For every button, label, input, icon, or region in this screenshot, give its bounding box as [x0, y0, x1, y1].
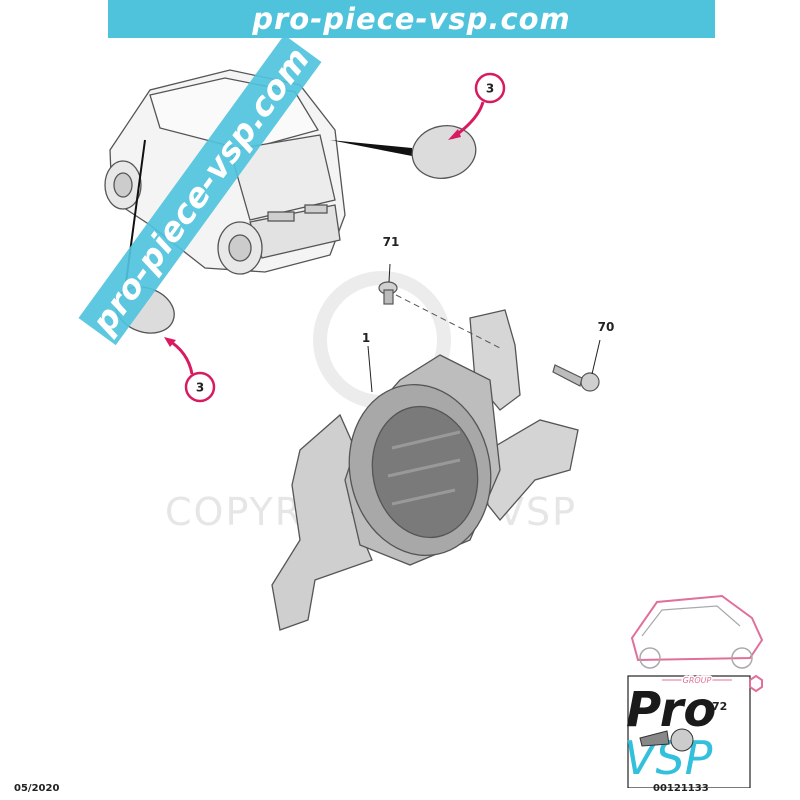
logo-car-window-icon	[641, 605, 741, 637]
leader-wedge-right	[330, 140, 412, 156]
logo-hex-icon	[749, 674, 763, 693]
car-light-left	[267, 211, 295, 222]
car-wheel-rear-hub	[228, 234, 252, 262]
label-1: 1	[362, 331, 370, 345]
site-banner-text: pro-piece-vsp.com	[252, 2, 571, 36]
logo-wheel-right-icon	[731, 647, 753, 669]
car-rear-window	[229, 134, 336, 221]
screw-70	[552, 339, 601, 392]
logo-screw-icon	[639, 728, 694, 752]
logo-wheel-left-icon	[639, 647, 661, 669]
label-70: 70	[598, 320, 615, 334]
screw-71	[378, 263, 398, 305]
pro-vsp-logo: 72 GROUP Pro VSP	[624, 594, 764, 788]
diagram-code: 00121133	[653, 783, 709, 794]
logo-pro-text: Pro	[626, 682, 716, 738]
lamp-lens-ridge-3	[391, 488, 456, 506]
fog-lamp-assembly	[271, 309, 579, 631]
label-71: 71	[383, 235, 400, 249]
svg-text:3: 3	[196, 381, 204, 395]
cap-part-right	[411, 125, 477, 179]
diagram-date: 05/2020	[14, 783, 60, 794]
car-light-right	[304, 204, 328, 214]
logo-car-outline-icon	[630, 594, 764, 662]
lamp-lens-ridge-1	[391, 430, 461, 450]
logo-group-text: GROUP	[683, 676, 712, 685]
lamp-lens-inner	[371, 405, 479, 539]
lamp-bracket-right	[479, 419, 579, 522]
callout-3-top: 3	[448, 72, 506, 140]
callout-3-bottom: 3	[164, 337, 216, 403]
logo-corner-tag: 72	[712, 700, 727, 713]
car-wheel-front-hub	[113, 172, 133, 198]
site-banner: pro-piece-vsp.com	[108, 0, 715, 38]
svg-text:3: 3	[486, 82, 494, 96]
leader-line-part-1	[367, 345, 373, 393]
lamp-lens-ridge-2	[387, 458, 461, 478]
